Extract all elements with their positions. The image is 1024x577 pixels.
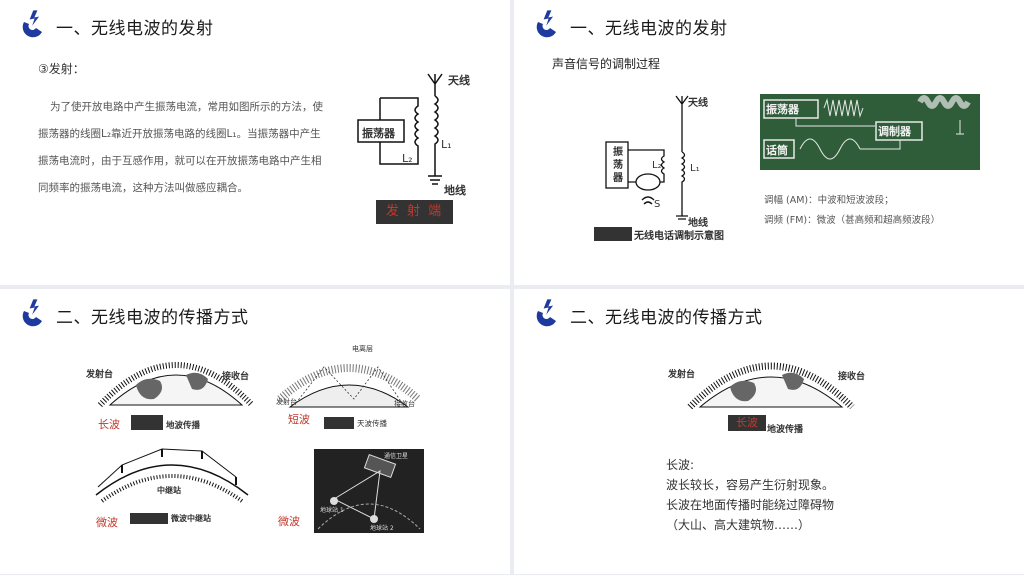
paragraph-line: 为了使开放电路中产生振荡电流，常用如图所示的方法，使: [50, 101, 323, 113]
slide-title: 二、无线电波的传播方式: [56, 308, 249, 328]
tag-box: 长波: [728, 415, 766, 431]
diagram-caption: 地波传播: [767, 425, 804, 435]
text-line: 长波:: [666, 458, 695, 472]
note-am: 调幅 (AM)：中波和短波波段；: [764, 195, 894, 206]
magnet-logo-icon: [536, 9, 556, 38]
antenna-label: 天线: [448, 74, 470, 87]
ground-label: 地线: [444, 184, 466, 197]
satellite-illustration: 通信卫星 地球站 1 地球站 2: [314, 449, 424, 533]
modulation-circuit-diagram: [605, 95, 689, 220]
l2-label: L₂: [402, 152, 413, 165]
paragraph-line: 同频率的振荡电流，这种方法叫做感应耦合。: [38, 182, 248, 194]
gw-tag: 长波: [98, 418, 120, 431]
antenna-label: 天线: [688, 98, 708, 109]
section-subtitle: ③发射：: [38, 62, 85, 76]
slide-title: 二、无线电波的传播方式: [570, 308, 763, 328]
paragraph: 为了使开放电路中产生振荡电流，常用如图所示的方法，使 振荡器的线圈L₂靠近开放振…: [38, 94, 338, 202]
l2-label: L₂: [652, 160, 662, 171]
note-fm: 调频 (FM)：微波（甚高频和超高频波段）: [764, 215, 941, 226]
slide-3[interactable]: 二、无线电波的传播方式 发射台 接收台 长波 地波传播 电离层 发射台 接收台 …: [0, 289, 510, 574]
earth2-label: 地球站 2: [370, 525, 394, 532]
sky-wave-illustration: [277, 364, 421, 408]
relay-illustration: [95, 448, 249, 503]
oscillator-label: 振荡器: [362, 127, 395, 140]
gw-tx-label: 发射台: [86, 370, 114, 380]
oscillator-vertical-label: 振 荡 器: [613, 146, 625, 185]
l1-label: L₁: [690, 163, 700, 174]
earth1-label: 地球站 1: [320, 507, 344, 514]
ground-wave-illustration: [97, 362, 255, 407]
slide-4[interactable]: 二、无线电波的传播方式 发射台 接收台 长波 地波传播 长波: 波长较长，容易产…: [514, 289, 1024, 574]
paragraph-line: 振荡电流时，由于互感作用，就可以在开放振荡电路中产生相: [38, 155, 322, 167]
sw-layer-label: 电离层: [352, 345, 373, 353]
oscillator-char: 器: [613, 173, 623, 184]
slide-1[interactable]: 一、无线电波的发射 ③发射： 为了使开放电路中产生振荡电流，常用如图所示的方法，…: [0, 0, 510, 285]
section-subtitle: 声音信号的调制过程: [552, 57, 661, 71]
sw-caption-box: [324, 417, 354, 429]
oscillator-char: 振: [613, 147, 623, 158]
satellite-tag: 微波: [278, 515, 300, 528]
gw-caption-box: [131, 415, 163, 430]
text-line: 波长较长，容易产生衍射现象。: [666, 478, 835, 492]
board-oscillator-label: 振荡器: [766, 103, 799, 116]
ground-label: 地线: [688, 218, 708, 229]
gw-rx-label: 接收台: [222, 372, 250, 382]
board-modulator-label: 调制器: [878, 125, 911, 138]
emitter-circuit-diagram: [357, 73, 443, 185]
text-line: 长波在地面传播时能绕过障碍物: [666, 498, 835, 512]
sw-tx-label: 发射台: [276, 398, 297, 406]
relay-station-label: 中继站: [157, 486, 181, 495]
tx-label: 发射台: [668, 370, 696, 380]
ground-wave-illustration: [687, 362, 855, 409]
sw-rx-label: 接收台: [394, 400, 415, 408]
slide-2[interactable]: 一、无线电波的发射 声音信号的调制过程 振 荡 器 天线 地线 L₁ L₂ S …: [514, 0, 1024, 285]
sw-tag: 短波: [288, 413, 310, 426]
s-label: S: [654, 199, 661, 210]
oscillator-char: 荡: [613, 160, 623, 171]
relay-tag: 微波: [96, 516, 118, 529]
board-mic-label: 话筒: [766, 144, 788, 157]
sw-caption: 天波传播: [357, 419, 387, 428]
text-line: （大山、高大建筑物……）: [666, 518, 811, 532]
paragraph-line: 振荡器的线圈L₂靠近开放振荡电路的线圈L₁。当振荡器中产生: [38, 128, 321, 140]
rx-label: 接收台: [838, 372, 866, 382]
bottom-strip: [0, 575, 1024, 577]
gw-caption: 地波传播: [166, 421, 201, 431]
satellite-graphic: [317, 453, 421, 530]
waveform-graphic: [763, 95, 971, 160]
explanation-text: 长波: 波长较长，容易产生衍射现象。 长波在地面传播时能绕过障碍物 （大山、高大…: [666, 455, 834, 535]
l1-label: L₁: [441, 138, 452, 151]
modulation-board: 振荡器 调制器 话筒: [760, 94, 980, 170]
magnet-logo-icon: [22, 9, 42, 38]
slide-title: 一、无线电波的发射: [56, 19, 214, 39]
relay-caption-box: [130, 513, 168, 524]
relay-caption: 微波中继站: [171, 514, 211, 523]
magnet-logo-icon: [22, 298, 42, 327]
slide-title: 一、无线电波的发射: [570, 19, 728, 39]
emitter-label: 发 射 端: [376, 200, 453, 224]
sat-label: 通信卫星: [384, 453, 409, 460]
magnet-logo-icon: [536, 298, 556, 327]
caption-box: [594, 227, 632, 241]
diagram-caption: 无线电话调制示意图: [634, 231, 724, 242]
